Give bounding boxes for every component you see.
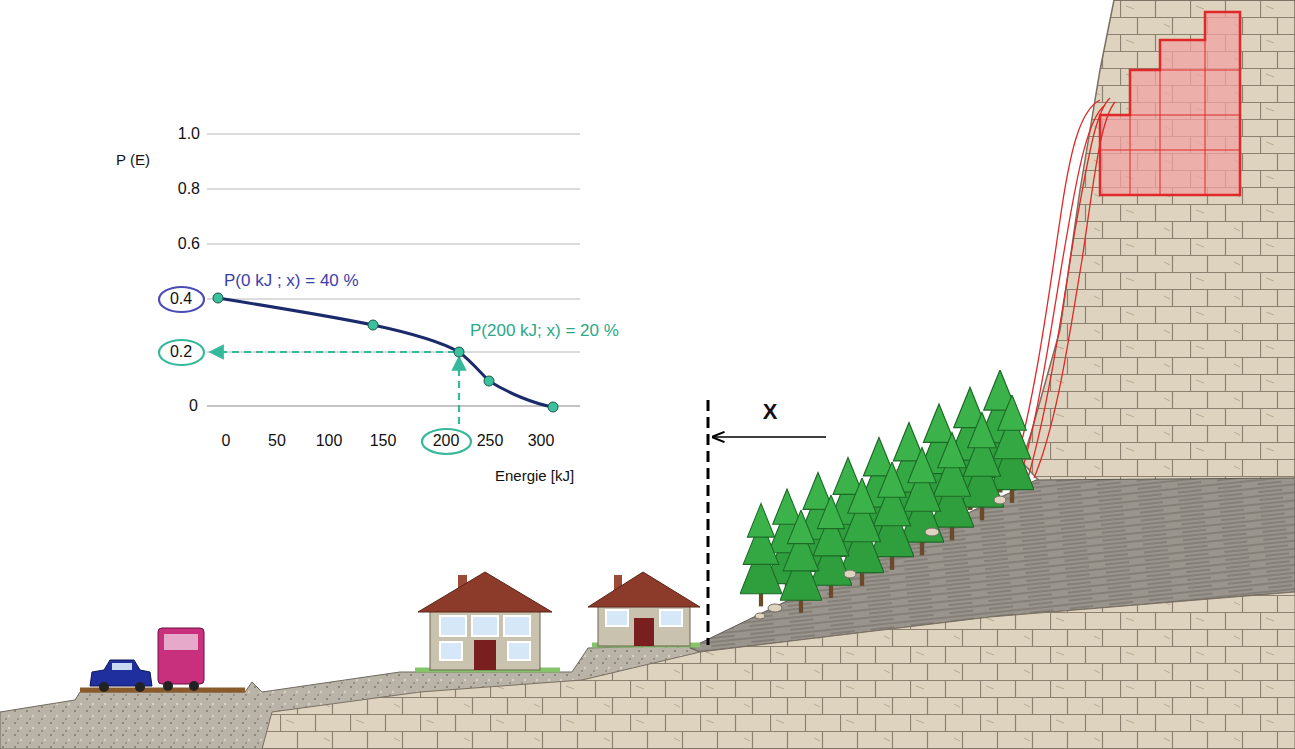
block-joints	[1100, 40, 1240, 195]
ellipse-outline	[422, 429, 471, 454]
circled-value: 0.2	[158, 339, 205, 366]
x-axis	[207, 405, 580, 406]
car	[90, 660, 152, 692]
axis-title: P (E)	[116, 151, 150, 168]
axis-title: Energie [kJ]	[495, 467, 574, 484]
probability-curve	[218, 298, 553, 407]
annotation: P(200 kJ; x) = 20 %	[470, 321, 619, 341]
house	[588, 572, 700, 646]
forest	[740, 370, 1034, 613]
circled-value: 200	[421, 428, 472, 455]
annotation: P(0 kJ ; x) = 40 %	[224, 271, 359, 291]
boundary-line	[707, 400, 710, 645]
tick-label: 100	[316, 432, 343, 450]
rock-base	[262, 592, 1295, 749]
ellipse-outline	[159, 287, 204, 312]
tick-label: 50	[268, 432, 286, 450]
house	[418, 572, 552, 670]
dashed-arrow	[210, 351, 455, 353]
tick-label: 0	[189, 397, 198, 415]
circled-value: 0.4	[158, 286, 205, 313]
tick-label: 0	[222, 432, 231, 450]
rocks	[755, 496, 1006, 619]
tick-label: 0.6	[178, 235, 200, 253]
tick-label: 300	[528, 432, 555, 450]
tick-label: 250	[477, 432, 504, 450]
distance-label: X	[763, 399, 778, 424]
cliff	[1022, 0, 1295, 482]
tick-label: 1.0	[178, 125, 200, 143]
data-points	[213, 293, 558, 412]
value-text: 200	[421, 432, 472, 450]
value-text: 0.4	[158, 290, 205, 308]
gridlines	[207, 134, 580, 352]
tick-label: 150	[370, 432, 397, 450]
ellipse-outline	[159, 340, 204, 365]
chart	[207, 134, 580, 424]
value-text: 0.2	[158, 343, 205, 361]
dashed-arrow	[458, 357, 460, 424]
tick-label: 0.8	[178, 180, 200, 198]
distance-arrow	[713, 436, 826, 438]
truck	[158, 628, 204, 691]
unstable-block	[1100, 12, 1240, 195]
